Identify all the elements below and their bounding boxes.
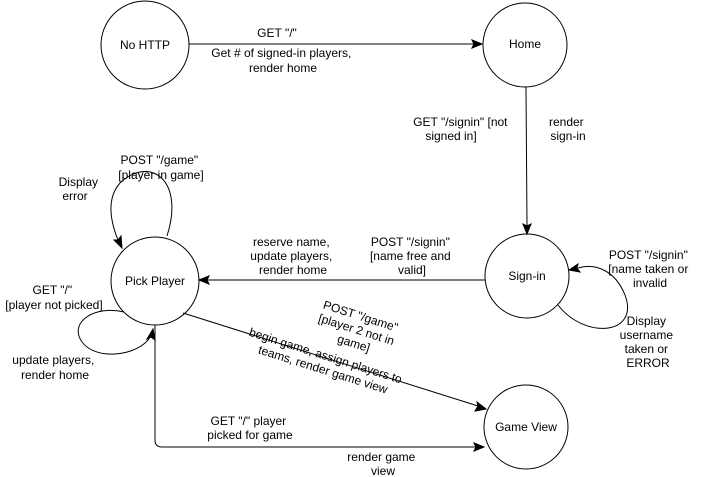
transition-home-to-sign-in: GET "/signin" [not signed in] render sig… xyxy=(413,86,587,236)
state-pick-player: Pick Player xyxy=(110,236,200,326)
transition-trigger: GET "/" [player not picked] xyxy=(5,283,102,312)
transition-action: render game view xyxy=(347,450,418,477)
state-game-view: Game View xyxy=(483,384,569,470)
transition-trigger: POST "/game" [player in game] xyxy=(118,153,203,182)
transition-sign-in-self-loop: POST "/signin" [name taken or invalid Di… xyxy=(557,248,691,370)
transition-action: update players, render home xyxy=(12,353,97,382)
transition-action: render sign-in xyxy=(549,115,587,143)
transition-pick-player-self-loop-game: POST "/game" [player in game] Display er… xyxy=(59,153,204,250)
transition-trigger: GET "/signin" [not signed in] xyxy=(413,115,511,143)
transition-pick-player-self-loop-get: GET "/" [player not picked] update playe… xyxy=(5,283,156,382)
state-no-http: No HTTP xyxy=(100,0,190,90)
transition-sign-in-to-pick-player: POST "/signin" [name free and valid] res… xyxy=(197,235,485,285)
state-label-sign-in: Sign-in xyxy=(508,269,545,283)
transition-trigger: POST "/signin" [name taken or invalid xyxy=(608,248,691,290)
transition-trigger: POST "/signin" [name free and valid] xyxy=(370,235,454,277)
state-label-home: Home xyxy=(509,37,541,51)
transition-trigger: GET "/" player picked for game xyxy=(207,414,293,442)
transition-pick-player-to-game-view-post: POST "/game" [player 2 not in game] begi… xyxy=(182,298,488,412)
transition-trigger: GET "/" xyxy=(257,26,297,40)
state-label-no-http: No HTTP xyxy=(120,38,170,52)
transition-action: Display username taken or ERROR xyxy=(620,314,677,370)
transition-action: reserve name, update players, render hom… xyxy=(250,235,335,277)
transition-action: Get # of signed-in players, render home xyxy=(211,46,354,75)
transition-pick-player-to-game-view-get: GET "/" player picked for game render ga… xyxy=(154,325,486,477)
state-label-game-view: Game View xyxy=(495,420,557,434)
state-home: Home xyxy=(482,2,568,88)
state-sign-in: Sign-in xyxy=(484,233,570,319)
state-label-pick-player: Pick Player xyxy=(125,274,185,288)
transition-action: Display error xyxy=(59,175,102,203)
transition-no-http-to-home: GET "/" Get # of signed-in players, rend… xyxy=(189,26,484,75)
